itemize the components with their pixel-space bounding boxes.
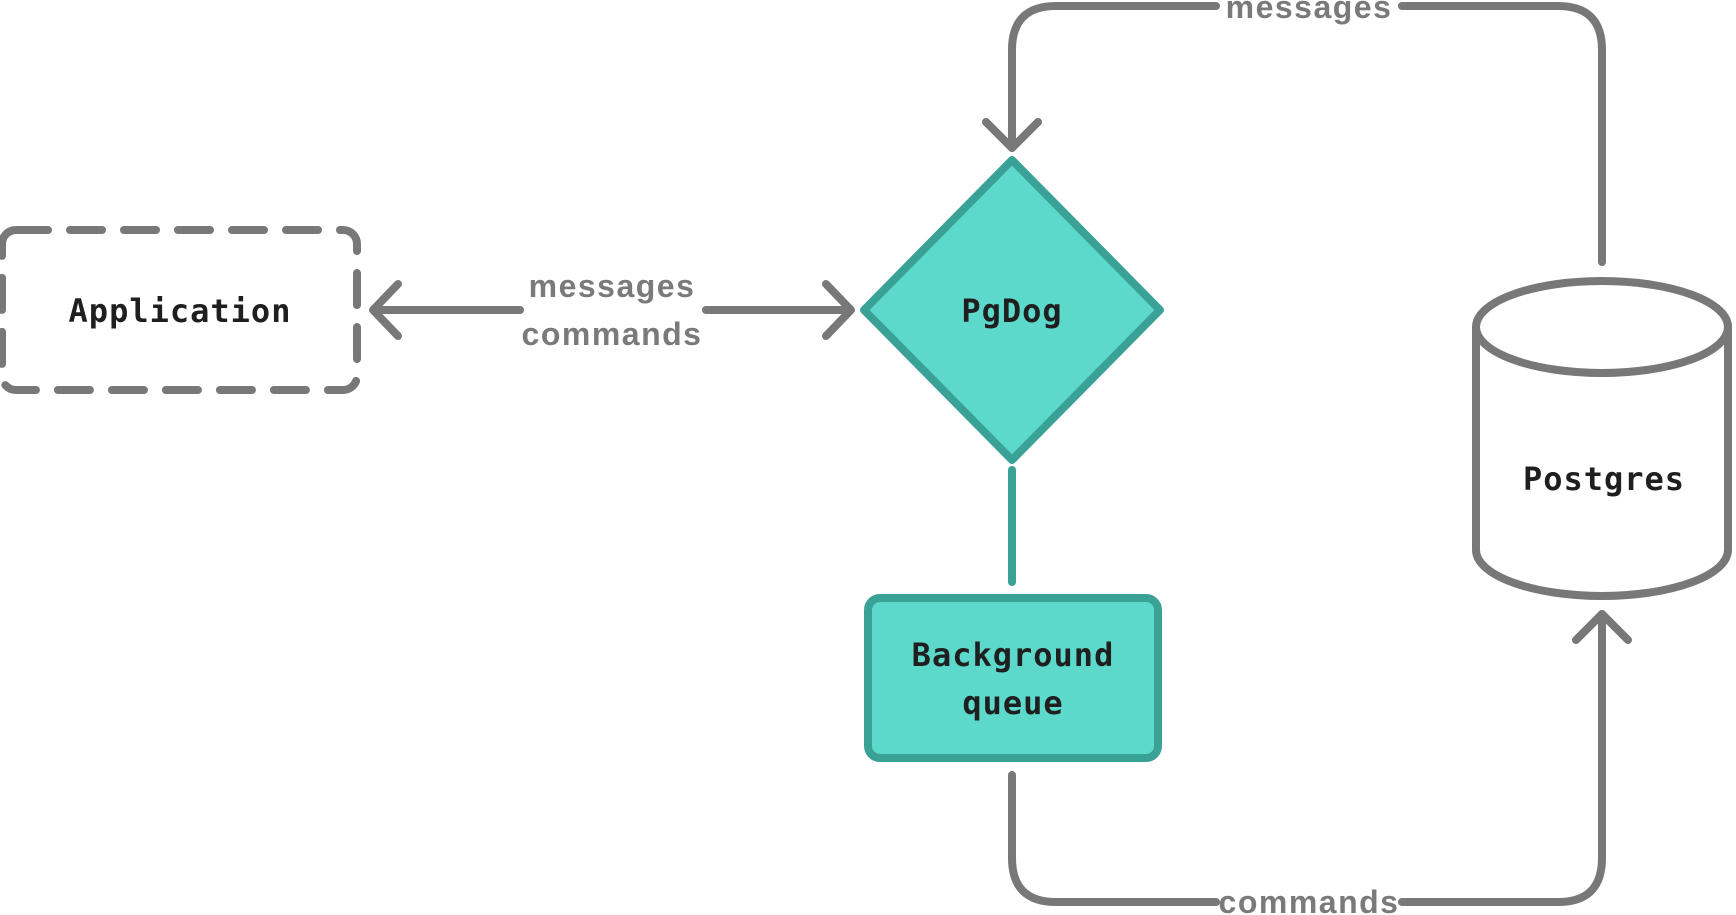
- arrowhead-right-icon: [822, 280, 855, 340]
- application-node: Application: [0, 226, 361, 394]
- postgres-pgdog-connector: messages: [982, 0, 1606, 266]
- edge-label-commands-bottom: commands: [1219, 884, 1400, 915]
- arrowhead-left-icon: [369, 280, 402, 340]
- postgres-node: Postgres: [1472, 277, 1732, 600]
- pgdog-label: PgDog: [961, 292, 1062, 330]
- queue-label-line2: queue: [962, 684, 1063, 722]
- background-queue-node: Background queue: [864, 594, 1162, 762]
- application-label: Application: [69, 292, 292, 330]
- edge-label-messages-top: messages: [1226, 0, 1393, 25]
- edge-label-commands: commands: [522, 316, 703, 352]
- arrowhead-down-icon: [982, 118, 1042, 152]
- pgdog-node: PgDog: [860, 156, 1164, 464]
- arrowhead-up-icon: [1572, 610, 1632, 644]
- edge-label-messages: messages: [529, 268, 696, 304]
- postgres-label: Postgres: [1523, 460, 1685, 498]
- queue-postgres-connector: commands: [1008, 610, 1632, 915]
- app-pgdog-connector: messages commands: [369, 268, 855, 352]
- queue-label-line1: Background: [912, 636, 1115, 674]
